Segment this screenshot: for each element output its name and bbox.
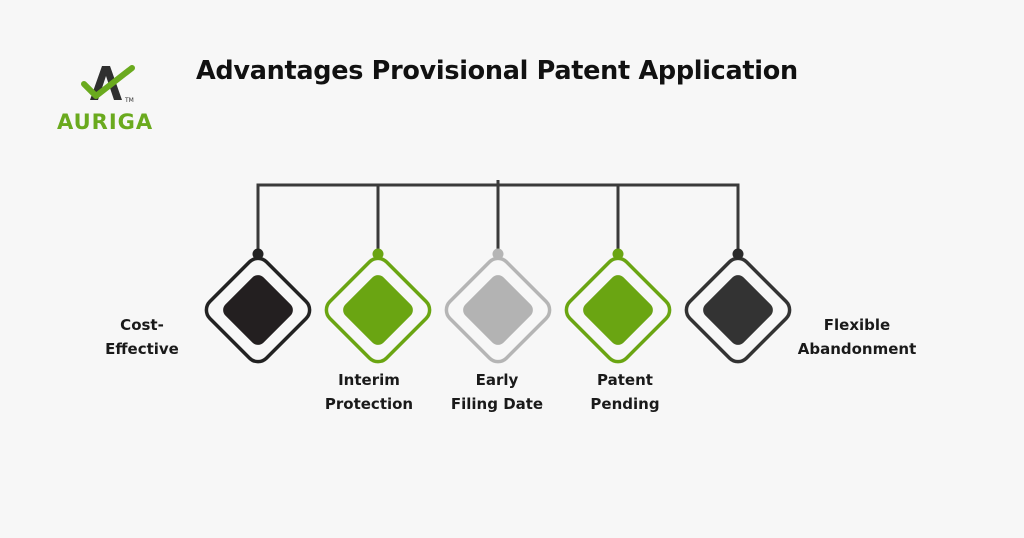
label-line: Early	[475, 371, 519, 389]
connector-lines	[256, 180, 740, 254]
auriga-logo: TM AURIGA	[52, 62, 162, 142]
diamond-cost-effective	[204, 248, 312, 364]
label-line: Pending	[590, 395, 660, 413]
svg-text:TM: TM	[124, 97, 134, 104]
label-line: Flexible	[823, 316, 891, 334]
label-line: Protection	[324, 395, 414, 413]
label-line: Patent	[597, 371, 653, 389]
label-line: Abandonment	[797, 340, 917, 358]
label-line: Effective	[105, 340, 179, 358]
auriga-checkmark-icon: TM	[81, 65, 135, 104]
label-flexible-abandonment: Flexible Abandonment	[798, 313, 917, 361]
label-early-filing-date: Early Filing Date	[451, 368, 543, 416]
label-cost-effective: Cost- Effective	[105, 313, 179, 361]
label-interim-protection: Interim Protection	[325, 368, 413, 416]
diamond-early-filing-date	[444, 248, 552, 364]
diamond-interim-protection	[324, 248, 432, 364]
label-line: Cost-	[120, 316, 164, 334]
diamond-patent-pending	[564, 248, 672, 364]
label-patent-pending: Patent Pending	[590, 368, 659, 416]
brand-name: AURIGA	[57, 110, 154, 134]
label-line: Interim	[338, 371, 400, 389]
diamond-flexible-abandonment	[684, 248, 792, 364]
page-title: Advantages Provisional Patent Applicatio…	[196, 56, 798, 86]
label-line: Filing Date	[450, 395, 544, 413]
